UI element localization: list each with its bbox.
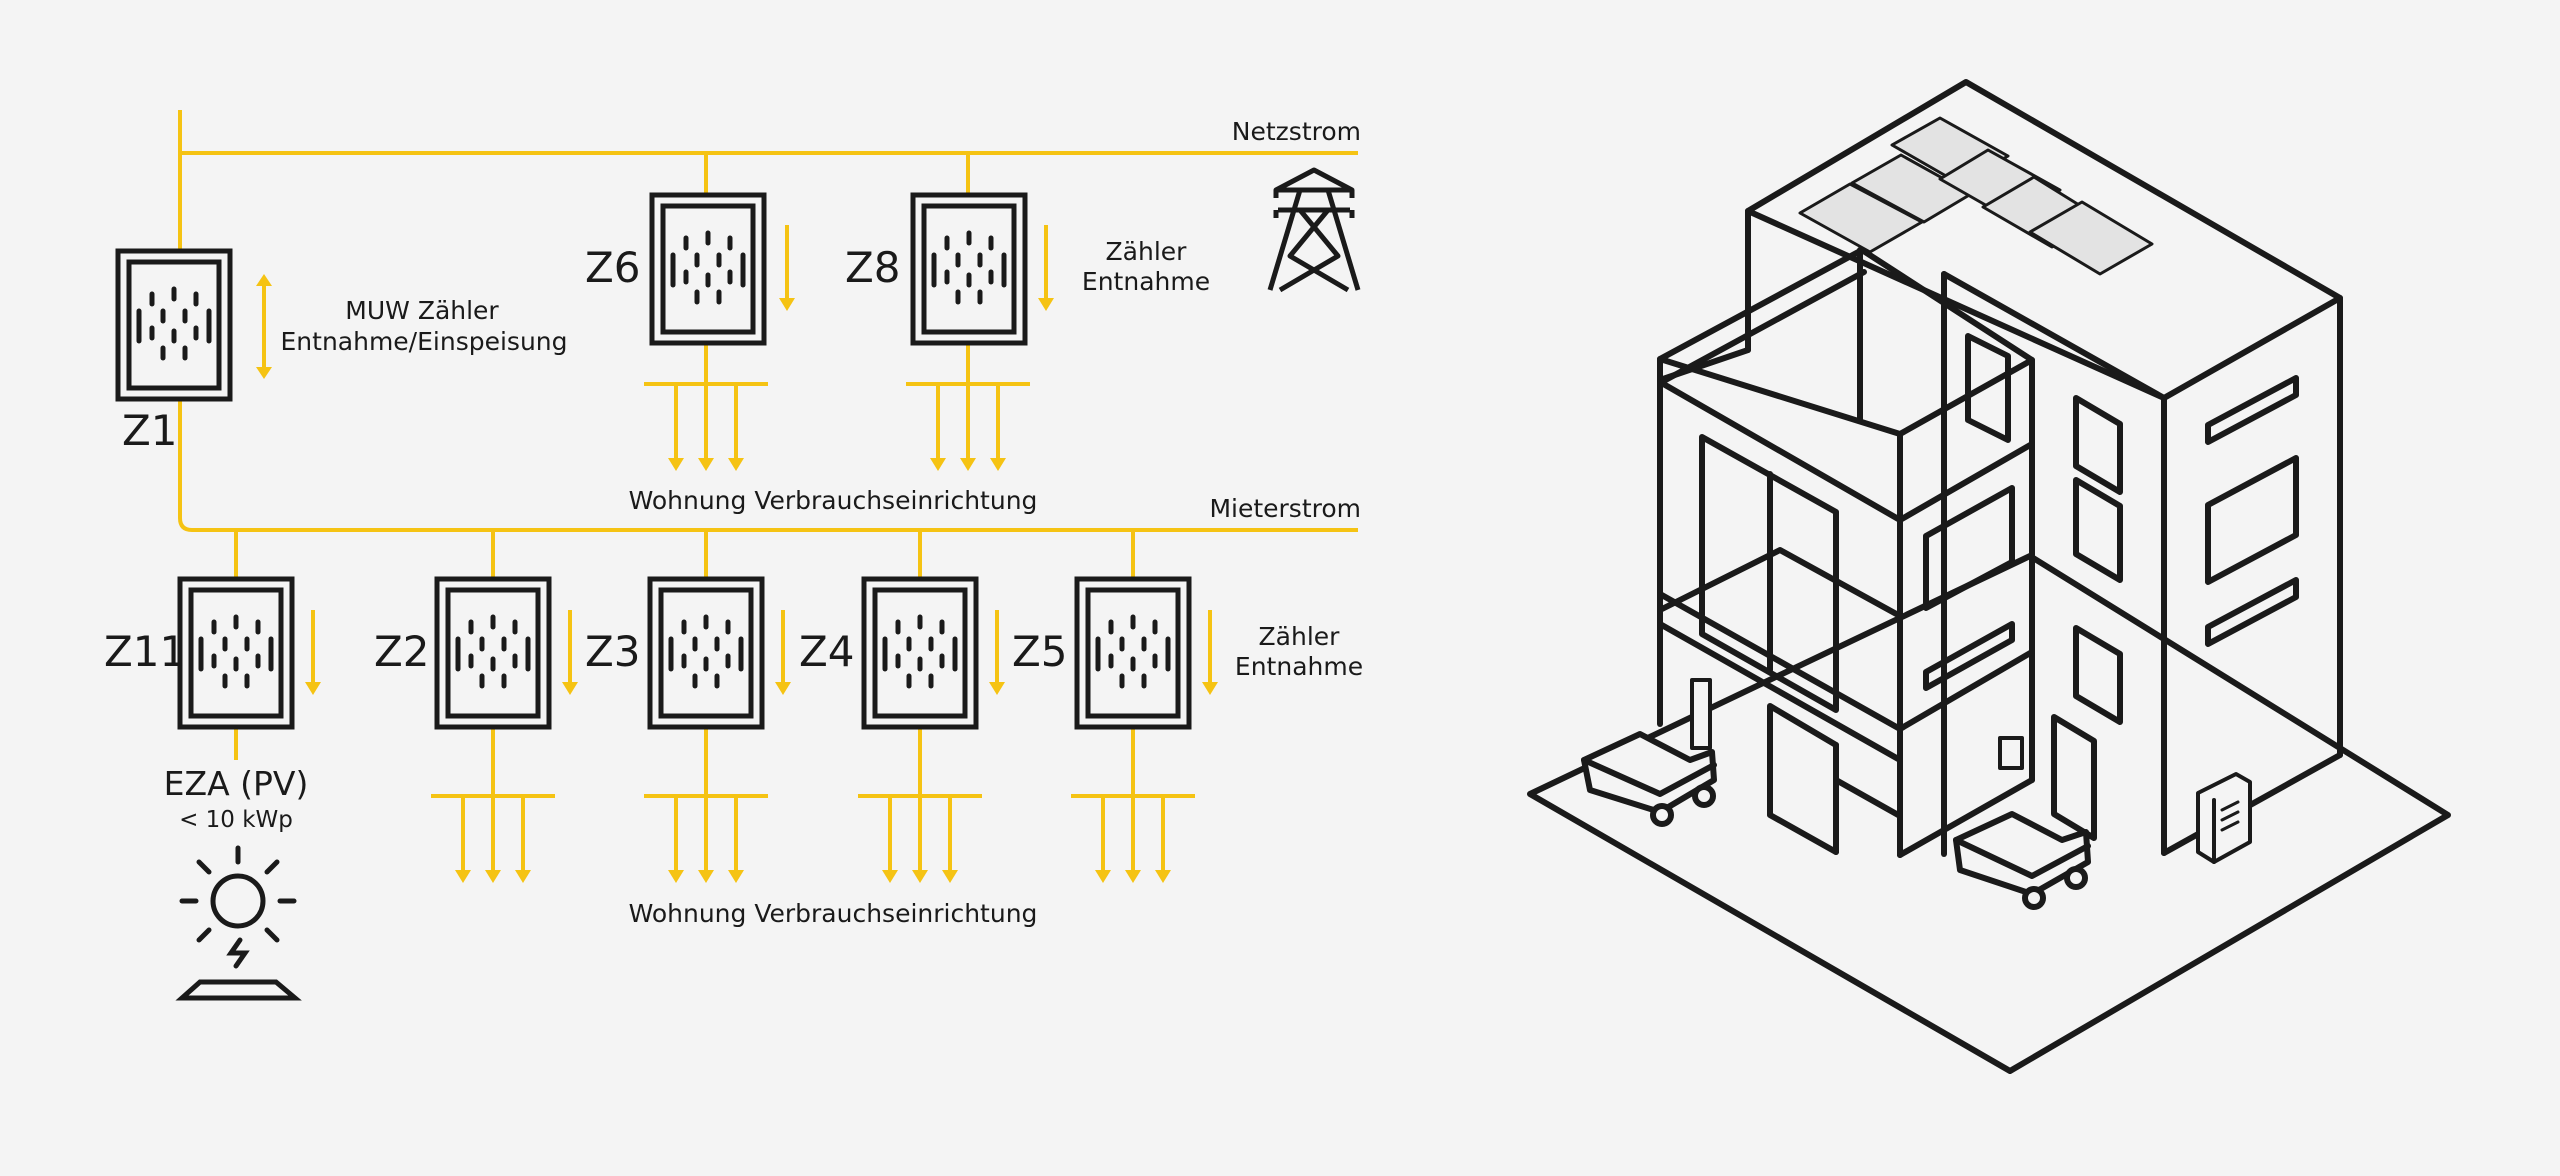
meter-label-z11: Z11 — [104, 627, 186, 676]
zaehler-label-bottom: Zähler — [1259, 622, 1341, 651]
meter-label-z8: Z8 — [845, 243, 901, 292]
meter-z11 — [180, 579, 292, 727]
meter-z3 — [650, 579, 762, 727]
wiring — [178, 110, 1358, 798]
eza-power-label: < 10 kWp — [179, 807, 293, 833]
meter-z1 — [118, 251, 230, 399]
meter-z4 — [864, 579, 976, 727]
meter-z6 — [652, 195, 764, 343]
wohnung-label-top: Wohnung Verbrauchseinrichtung — [629, 486, 1038, 515]
flow-arrows — [256, 225, 1218, 695]
eza-label: EZA (PV) — [164, 764, 309, 803]
mieterstrom-label: Mieterstrom — [1209, 494, 1361, 523]
consumer-arrows — [455, 384, 1171, 883]
building-illustration — [1527, 79, 2451, 1074]
entnahme-label-bottom: Entnahme — [1235, 652, 1363, 681]
netzstrom-label: Netzstrom — [1232, 117, 1361, 146]
meter-label-z5: Z5 — [1012, 627, 1068, 676]
wohnung-label-bottom: Wohnung Verbrauchseinrichtung — [629, 899, 1038, 928]
meter-label-z6: Z6 — [585, 243, 641, 292]
meter-label-z4: Z4 — [799, 627, 855, 676]
muw-label-line2: Entnahme/Einspeisung — [281, 327, 568, 356]
solar-sun-icon — [175, 845, 302, 1001]
meter-label-z3: Z3 — [585, 627, 641, 676]
entnahme-label-top: Entnahme — [1082, 267, 1210, 296]
meter-z5 — [1077, 579, 1189, 727]
meter-z8 — [913, 195, 1025, 343]
zaehler-label-top: Zähler — [1106, 237, 1188, 266]
meter-z2 — [437, 579, 549, 727]
power-tower-icon — [1267, 167, 1361, 293]
muw-label-line1: MUW Zähler — [345, 296, 499, 325]
meter-label-z2: Z2 — [374, 627, 430, 676]
meter-label-z1: Z1 — [122, 406, 178, 455]
